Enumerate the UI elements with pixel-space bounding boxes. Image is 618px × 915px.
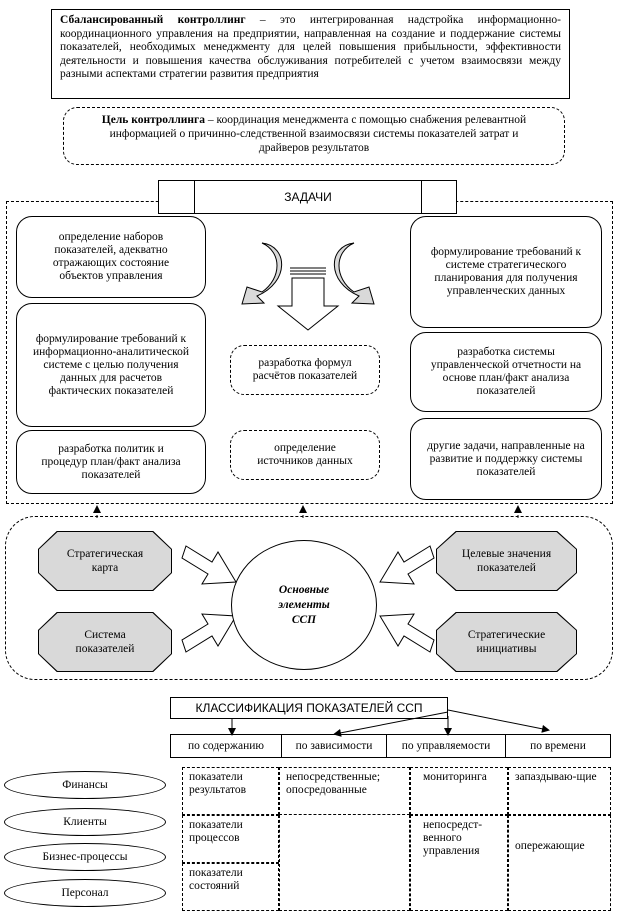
block-arrow-top-right-icon bbox=[379, 545, 435, 585]
task-right-1: формулирование требований к системе стра… bbox=[410, 216, 602, 328]
center-line-1: Основные bbox=[278, 583, 330, 596]
element-strategic-map-label: Стратегическая карта bbox=[39, 532, 171, 590]
classification-line-4 bbox=[333, 711, 449, 737]
tasks-title: ЗАДАЧИ bbox=[194, 180, 422, 214]
task-left-2: формулирование требований к информационн… bbox=[16, 303, 206, 427]
element-target-values-label: Целевые значения показателей bbox=[437, 532, 576, 590]
definition-term: Сбалансированный контроллинг bbox=[60, 14, 246, 26]
classification-line-2 bbox=[447, 709, 550, 733]
block-arrow-top-left-icon bbox=[181, 545, 237, 585]
goal-box: Цель контроллинга – координация менеджме… bbox=[63, 107, 565, 165]
content-cell-results: показатели результатов bbox=[182, 767, 279, 815]
dependency-column-body bbox=[279, 815, 410, 911]
definition-text: это интегрированная надстройка информаци… bbox=[60, 14, 562, 80]
control-cell-monitoring: мониторинга bbox=[410, 767, 508, 815]
elements-center: Основные элементы ССП bbox=[231, 540, 377, 670]
perspective-business-processes: Бизнес-процессы bbox=[4, 843, 166, 871]
classification-title: КЛАССИФИКАЦИЯ ПОКАЗАТЕЛЕЙ ССП bbox=[170, 697, 448, 719]
definition-dash: – bbox=[245, 14, 280, 26]
task-left-1: определение наборов показателей, адекват… bbox=[16, 216, 206, 298]
task-left-3: разработка политик и процедур план/факт … bbox=[16, 430, 206, 494]
goal-dash: – bbox=[205, 114, 217, 126]
task-middle-2: определение источников данных bbox=[230, 430, 380, 480]
goal-term: Цель контроллинга bbox=[101, 114, 206, 126]
time-cell-leading: опережающие bbox=[508, 815, 611, 911]
curved-arrow-left-icon bbox=[241, 242, 283, 305]
content-cell-processes: показатели процессов bbox=[182, 815, 279, 863]
time-cell-lagging: запаздываю-щие bbox=[508, 767, 611, 815]
element-indicator-system: Система показателей bbox=[38, 612, 172, 672]
perspective-finance: Финансы bbox=[4, 771, 166, 799]
block-arrow-bottom-right-icon bbox=[379, 613, 435, 653]
content-cell-states: показатели состояний bbox=[182, 863, 279, 911]
task-right-3: другие задачи, направленные на развитие … bbox=[410, 418, 602, 500]
element-indicator-system-label: Система показателей bbox=[39, 613, 171, 671]
center-line-3: ССП bbox=[291, 613, 317, 626]
definition-box: Сбалансированный контроллинг – это интег… bbox=[51, 9, 570, 99]
classification-header-dependency: по зависимости bbox=[281, 734, 387, 758]
task-middle-1: разработка формул расчётов показателей bbox=[230, 345, 380, 395]
center-line-2: элементы bbox=[278, 598, 330, 611]
block-arrow-bottom-left-icon bbox=[181, 613, 237, 653]
perspective-customers: Клиенты bbox=[4, 808, 166, 836]
task-right-2: разработка системы управленческой отчетн… bbox=[410, 332, 602, 412]
classification-header-control: по управляемости bbox=[386, 734, 506, 758]
classification-header-content: по содержанию bbox=[170, 734, 282, 758]
elements-container bbox=[5, 516, 613, 680]
dependency-cell: непосредственные; опосредованные bbox=[279, 767, 410, 815]
element-strategic-map: Стратегическая карта bbox=[38, 531, 172, 591]
element-target-values: Целевые значения показателей bbox=[436, 531, 577, 591]
control-cell-direct: непосредст-венного управления bbox=[410, 815, 508, 911]
down-arrow-icon bbox=[276, 267, 340, 331]
curved-arrow-right-icon bbox=[333, 242, 375, 305]
goal-text: координация менеджмента с помощью снабже… bbox=[109, 114, 527, 154]
element-strategic-initiatives: Стратегические инициативы bbox=[436, 612, 577, 672]
classification-header-time: по времени bbox=[505, 734, 611, 758]
element-strategic-initiatives-label: Стратегические инициативы bbox=[437, 613, 576, 671]
perspective-personnel: Персонал bbox=[4, 879, 166, 907]
